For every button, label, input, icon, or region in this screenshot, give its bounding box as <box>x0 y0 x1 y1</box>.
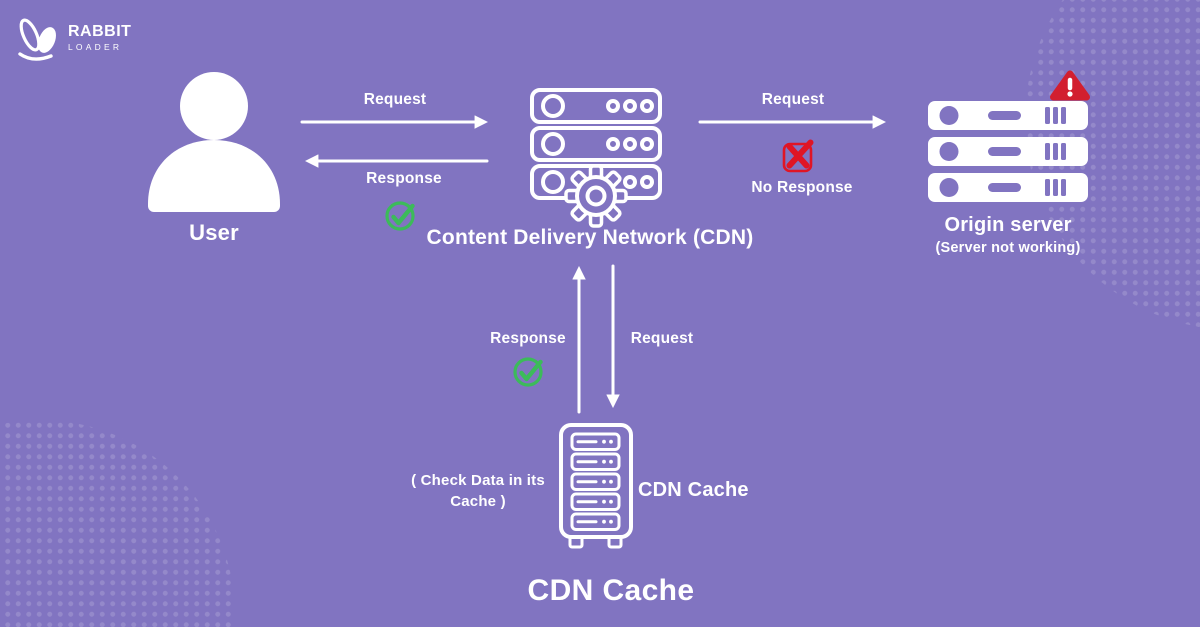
x-box-icon <box>782 139 814 173</box>
request-label-cdn-origin: Request <box>761 91 825 108</box>
response-label-cdn-user: Response <box>366 170 442 187</box>
rabbit-ears-icon <box>18 18 56 61</box>
cdn-cache-side-label: CDN Cache <box>638 479 749 501</box>
no-response-label: No Response <box>751 179 853 196</box>
warning-triangle-icon <box>1050 70 1090 101</box>
cdn-server-icon <box>530 88 662 228</box>
cdn-label: Content Delivery Network (CDN) <box>426 226 754 249</box>
logo-text-rabbit: RABBIT <box>68 23 132 41</box>
request-label-cdn-cache: Request <box>630 330 694 347</box>
check-circle-icon <box>385 201 415 231</box>
cdn-cache-icon <box>559 423 633 549</box>
gear-icon <box>564 164 628 228</box>
logo-text-loader: LOADER <box>68 42 123 53</box>
check-circle-icon-cache <box>513 357 543 387</box>
rabbitloader-logo: RABBIT LOADER <box>16 14 131 62</box>
response-label-cache-cdn: Response <box>490 330 566 347</box>
origin-status-note: (Server not working) <box>935 240 1081 256</box>
origin-server-label: Origin server <box>944 214 1072 236</box>
user-icon <box>148 72 280 212</box>
logo-wordmark: RABBIT LOADER <box>68 24 131 52</box>
cdn-cache-title: CDN Cache <box>527 574 695 607</box>
origin-server-icon <box>928 70 1090 202</box>
user-label: User <box>189 220 239 245</box>
cache-check-note: ( Check Data in its Cache ) <box>411 472 545 510</box>
request-label-user-cdn: Request <box>363 91 427 108</box>
